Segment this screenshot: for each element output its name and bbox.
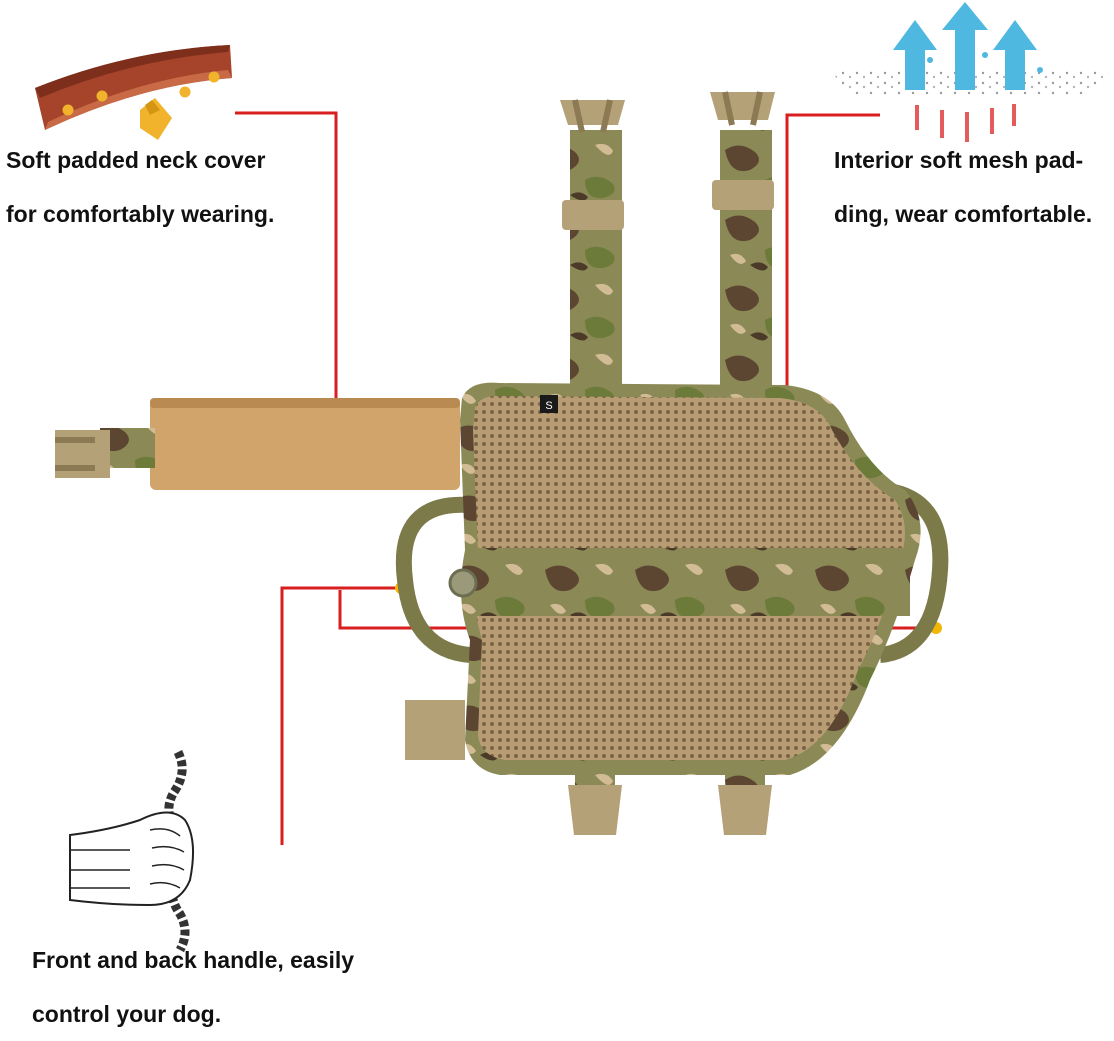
caption-line: for comfortably wearing.: [6, 201, 275, 227]
size-tag: S: [545, 400, 552, 412]
caption-neck-cover: Soft padded neck cover for comfortably w…: [6, 133, 274, 241]
caption-line: ding, wear comfortable.: [834, 201, 1093, 227]
airflow-icon: [830, 2, 1110, 142]
caption-line: Interior soft mesh pad-: [834, 147, 1084, 173]
fist-rope-icon: [69, 749, 195, 953]
caption-handle: Front and back handle, easily control yo…: [32, 933, 354, 1041]
collar-icon: [35, 45, 232, 140]
caption-line: Front and back handle, easily: [32, 947, 355, 973]
harness-vest: S: [55, 91, 949, 835]
caption-mesh-padding: Interior soft mesh pad- ding, wear comfo…: [834, 133, 1092, 241]
caption-line: Soft padded neck cover: [6, 147, 266, 173]
caption-line: control your dog.: [32, 1001, 222, 1027]
